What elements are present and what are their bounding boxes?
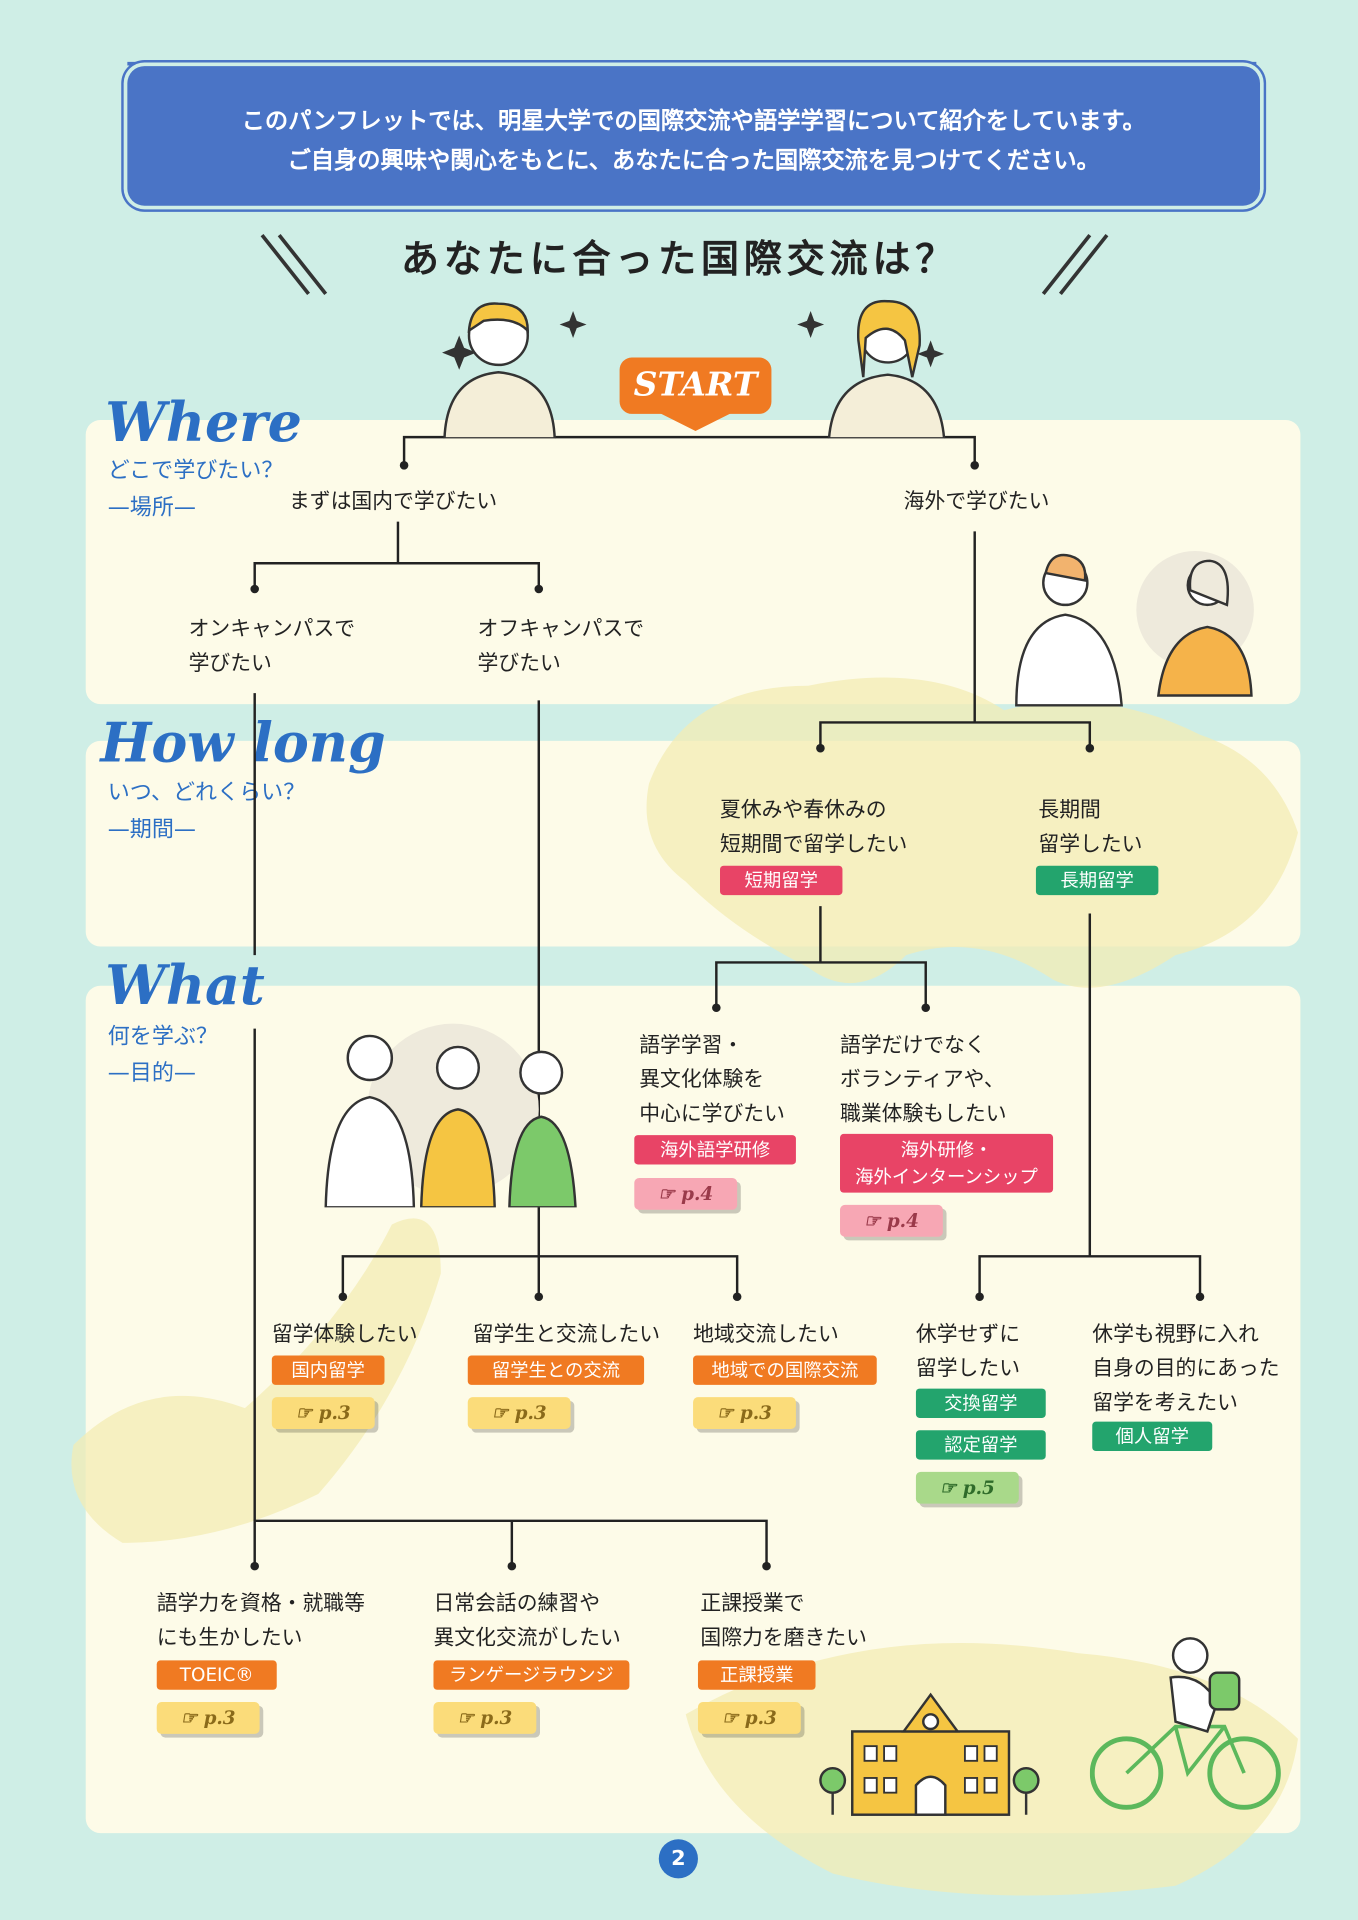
tag-regular-class: 正課授業	[697, 1660, 816, 1690]
start-people-illustration	[442, 299, 946, 439]
option-long-2: 留学したい	[1038, 832, 1143, 858]
pointing-hand-icon: ☞	[658, 1182, 682, 1205]
option-on-campus-2: 学びたい	[188, 651, 272, 676]
university-building-illustration	[819, 1692, 1040, 1816]
option-leave-1: 休学も視野に入れ	[1092, 1322, 1259, 1347]
option-leave-2: 自身の目的にあった	[1092, 1356, 1280, 1382]
page-ref-p4-internship[interactable]: ☞ p.4	[840, 1204, 943, 1237]
tag-internship-line2: 海外インターンシップ	[855, 1165, 1038, 1188]
tag-overseas-internship: 海外研修・ 海外インターンシップ	[840, 1133, 1054, 1193]
tag-local-exchange: 地域での国際交流	[693, 1355, 877, 1385]
tag-toeic: TOEIC®	[156, 1660, 277, 1690]
intro-banner: このパンフレットでは、明星大学での国際交流や語学学習について紹介をしています。 …	[127, 66, 1261, 206]
start-badge: START	[619, 357, 772, 414]
tag-domestic-study: 国内留学	[271, 1355, 385, 1385]
page-ref-label: p.3	[739, 1402, 772, 1425]
howlong-heading: How long	[100, 712, 386, 776]
students-illustration	[324, 1023, 577, 1208]
tag-overseas-language: 海外語学研修	[634, 1135, 796, 1165]
option-short-2: 短期間で留学したい	[720, 832, 908, 858]
page-ref-label: p.4	[681, 1182, 714, 1205]
howlong-sub2: —期間—	[107, 816, 196, 843]
intro-line-1: このパンフレットでは、明星大学での国際交流や語学学習について紹介をしています。	[241, 107, 1146, 135]
option-no-leave-1: 休学せずに	[915, 1322, 1021, 1347]
page-ref-label: p.3	[203, 1706, 236, 1729]
option-regular-class-1: 正課授業で	[700, 1591, 805, 1617]
tag-private-study: 個人留学	[1092, 1421, 1213, 1452]
page-ref-p3-class[interactable]: ☞ p.3	[697, 1702, 801, 1734]
option-language-3: 中心に学びたい	[639, 1102, 785, 1127]
option-qualification-1: 語学力を資格・就職等	[156, 1591, 365, 1617]
top-decor-lines	[127, 61, 1257, 66]
intro-line-2: ご自身の興味や関心をもとに、あなたに合った国際交流を見つけてください。	[287, 146, 1100, 174]
pointing-hand-icon: ☞	[491, 1402, 515, 1425]
bicycle-rider-illustration	[1089, 1637, 1281, 1810]
tag-short-term: 短期留学	[720, 865, 843, 896]
option-volunteer-2: ボランティアや、	[840, 1067, 1005, 1093]
option-volunteer-1: 語学だけでなく	[840, 1033, 986, 1058]
pointing-hand-icon: ☞	[717, 1402, 740, 1425]
tag-long-term: 長期留学	[1035, 865, 1159, 896]
page-ref-label: p.3	[514, 1402, 547, 1425]
option-language-2: 異文化体験を	[639, 1067, 765, 1093]
where-heading: Where	[105, 391, 302, 455]
start-label: START	[633, 366, 758, 405]
option-conversation-2: 異文化交流がしたい	[433, 1626, 621, 1651]
pointing-hand-icon: ☞	[721, 1706, 745, 1729]
tag-intl-students: 留学生との交流	[467, 1355, 645, 1385]
pointing-hand-icon: ☞	[180, 1706, 204, 1729]
option-regular-class-2: 国際力を磨きたい	[700, 1626, 867, 1651]
option-domestic: まずは国内で学びたい	[288, 489, 498, 515]
option-qualification-2: にも生かしたい	[156, 1626, 303, 1651]
option-off-campus-1: オフキャンパスで	[477, 617, 645, 642]
what-sub2: —目的—	[107, 1060, 196, 1087]
option-leave-3: 留学を考えたい	[1092, 1391, 1238, 1416]
title-slash-decor	[260, 233, 1109, 296]
page-ref-label: p.3	[744, 1706, 777, 1729]
option-no-leave-2: 留学したい	[915, 1356, 1021, 1382]
page-ref-label: p.5	[962, 1476, 995, 1499]
page-ref-p3-c[interactable]: ☞ p.3	[693, 1397, 796, 1429]
option-local-exchange: 地域交流したい	[693, 1322, 839, 1347]
pointing-hand-icon: ☞	[863, 1209, 887, 1232]
option-on-campus-1: オンキャンパスで	[188, 617, 356, 642]
option-intl-students: 留学生と交流したい	[472, 1322, 661, 1347]
pointing-hand-icon: ☞	[457, 1706, 481, 1729]
pointing-hand-icon: ☞	[939, 1476, 963, 1499]
option-short-1: 夏休みや春休みの	[720, 798, 887, 823]
tag-accredited-study: 認定留学	[915, 1430, 1046, 1460]
page-ref-label: p.3	[480, 1706, 513, 1729]
page-ref-p3-toeic[interactable]: ☞ p.3	[156, 1702, 260, 1734]
tag-language-lounge: ランゲージラウンジ	[433, 1660, 630, 1690]
page-title: あなたに合った国際交流は？	[401, 237, 959, 282]
page-ref-p3-lounge[interactable]: ☞ p.3	[433, 1702, 537, 1734]
page-ref-label: p.4	[886, 1209, 919, 1232]
what-sub: 何を学ぶ？	[107, 1023, 218, 1050]
option-domestic-study: 留学体験したい	[271, 1322, 418, 1347]
page-ref-p3-a[interactable]: ☞ p.3	[271, 1397, 375, 1429]
option-volunteer-3: 職業体験もしたい	[840, 1102, 1007, 1127]
option-long-1: 長期間	[1038, 798, 1101, 823]
howlong-sub: いつ、どれくらい？	[107, 780, 306, 806]
pointing-hand-icon: ☞	[295, 1402, 319, 1425]
page-ref-label: p.3	[318, 1402, 351, 1425]
conversation-illustration	[1015, 551, 1254, 707]
option-conversation-1: 日常会話の練習や	[433, 1591, 601, 1617]
what-heading: What	[105, 955, 265, 1018]
option-off-campus-2: 学びたい	[477, 651, 561, 676]
page-ref-p4-language[interactable]: ☞ p.4	[634, 1177, 738, 1210]
where-sub2: —場所—	[107, 494, 196, 521]
start-badge-point	[656, 411, 735, 432]
where-sub: どこで学びたい？	[107, 457, 284, 484]
page-number: 2	[658, 1839, 698, 1879]
page-ref-p5[interactable]: ☞ p.5	[915, 1471, 1019, 1504]
option-abroad: 海外で学びたい	[903, 489, 1050, 515]
tag-exchange-study: 交換留学	[915, 1388, 1046, 1418]
tag-internship-line1: 海外研修・	[900, 1138, 993, 1161]
page-ref-p3-b[interactable]: ☞ p.3	[467, 1397, 571, 1429]
option-language-1: 語学学習・	[639, 1033, 744, 1058]
